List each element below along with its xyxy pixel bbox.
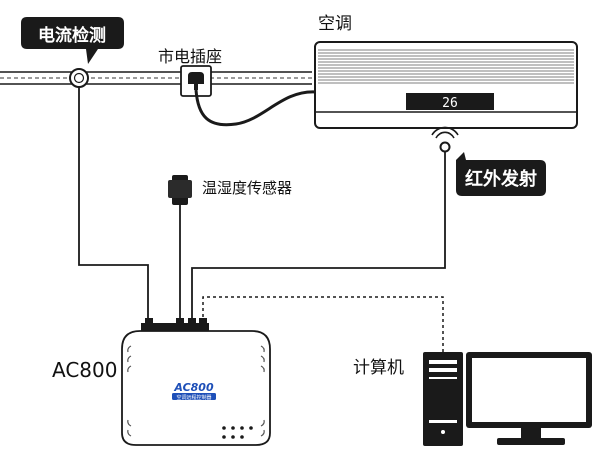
th-sensor-label: 温湿度传感器 (202, 179, 292, 197)
infrared-emitter-icon (431, 126, 459, 153)
sensor-probe-icon (168, 175, 192, 205)
power-line (0, 71, 312, 85)
current-detect-label: 电流检测 (38, 25, 106, 46)
current-detect-badge: 电流检测 (21, 17, 124, 64)
device-wires (78, 87, 446, 323)
aircon-unit (314, 41, 578, 129)
device-sub-text: 空调远程控制器 (176, 394, 211, 401)
current-clamp-icon (69, 68, 89, 88)
device-badge-text: AC800 (173, 381, 214, 394)
ac800-device: AC800 空调远程控制器 (121, 318, 271, 446)
aircon-temp-value: 26 (442, 96, 458, 111)
power-socket-icon (180, 65, 212, 97)
aircon-label: 空调 (318, 14, 352, 34)
computer-label: 计算机 (353, 358, 404, 378)
ac-power-cable (194, 89, 317, 127)
ir-emit-badge: 红外发射 (456, 152, 546, 196)
computer-icon (423, 352, 592, 446)
mains-socket-label: 市电插座 (158, 47, 222, 66)
ir-emit-label: 红外发射 (465, 168, 537, 190)
device-model-label: AC800 (52, 358, 117, 382)
network-link (202, 296, 444, 352)
aircon-display: 26 (406, 93, 494, 111)
